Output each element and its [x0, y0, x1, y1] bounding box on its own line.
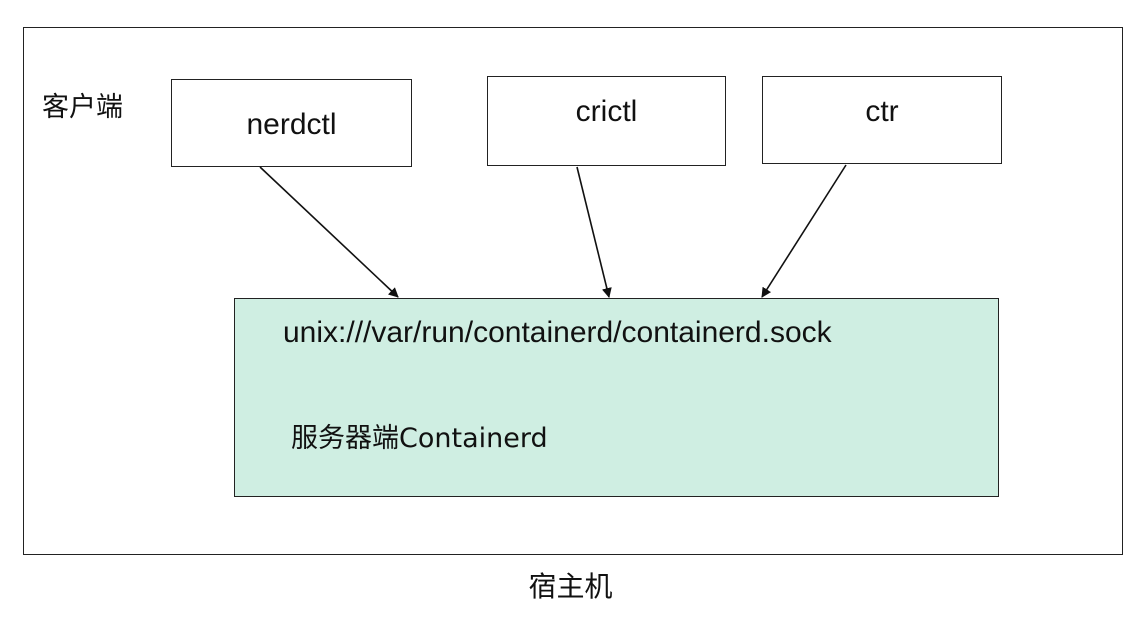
- client-side-label: 客户端: [42, 92, 123, 123]
- client-box-nerdctl: nerdctl: [171, 79, 412, 167]
- server-label: 服务器端Containerd: [291, 423, 548, 454]
- host-machine-label: 宿主机: [528, 570, 613, 603]
- client-box-crictl-label: crictl: [575, 95, 638, 128]
- client-box-crictl: crictl: [487, 76, 726, 166]
- socket-path-label: unix:///var/run/containerd/containerd.so…: [283, 316, 832, 349]
- client-box-ctr-label: ctr: [865, 95, 899, 128]
- client-box-nerdctl-label: nerdctl: [246, 108, 337, 141]
- server-containerd-box: unix:///var/run/containerd/containerd.so…: [234, 298, 999, 497]
- host-machine-frame: [23, 27, 1123, 555]
- client-box-ctr: ctr: [762, 76, 1002, 164]
